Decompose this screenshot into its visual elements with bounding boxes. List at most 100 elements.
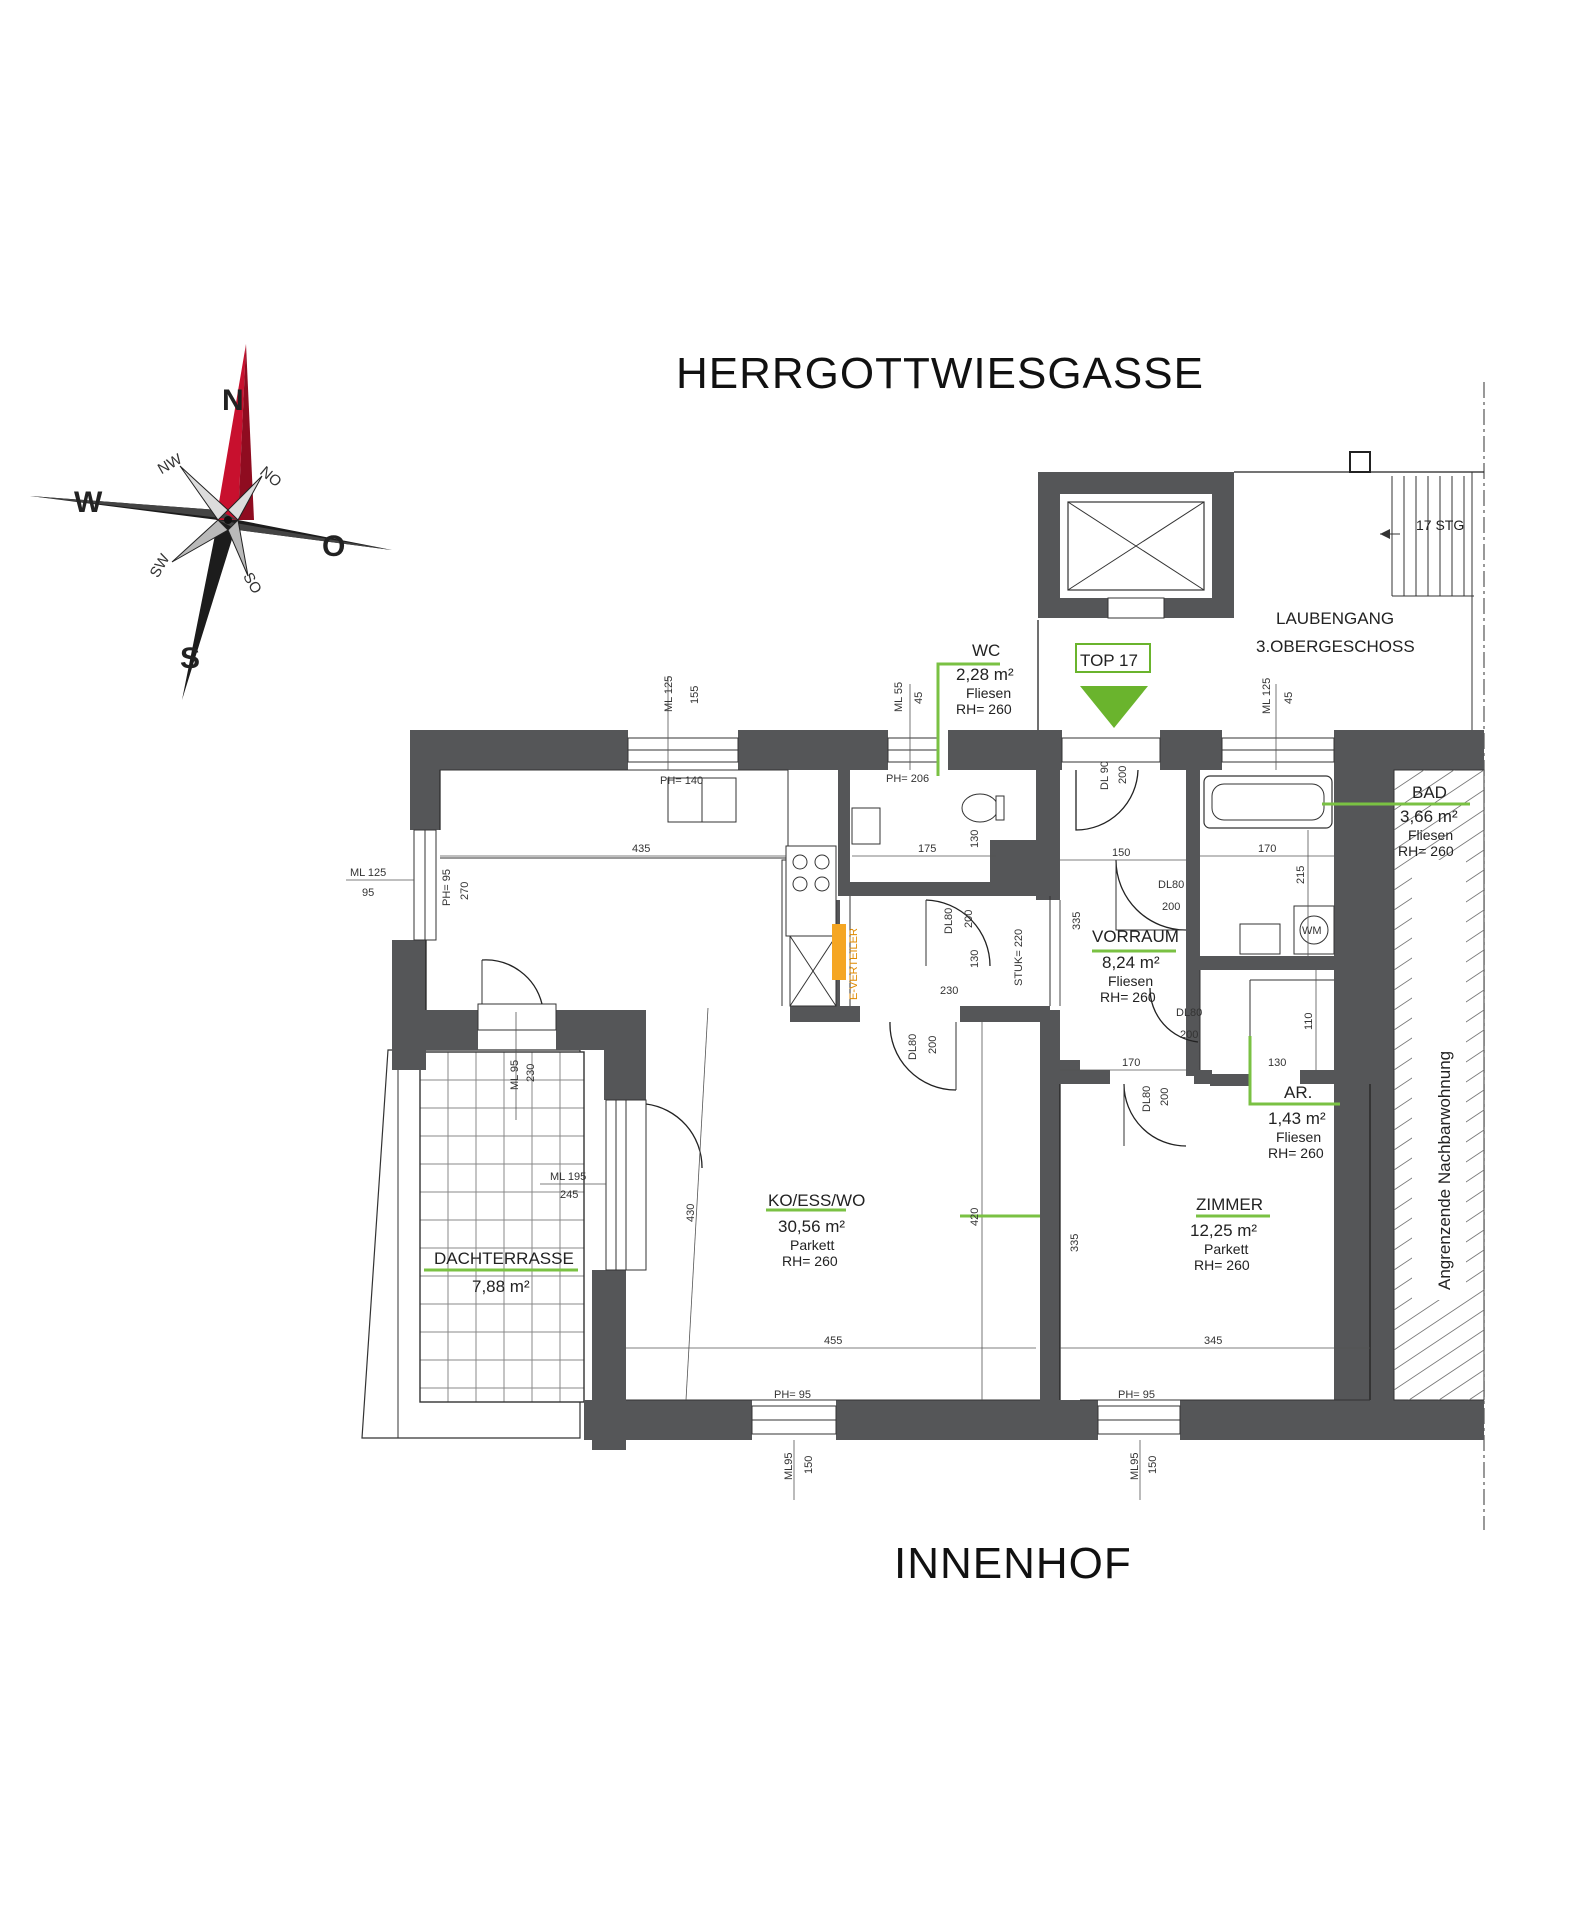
terrace-window-ml: ML 195 [550, 1171, 586, 1183]
west-window-ml: ML 125 [350, 867, 386, 879]
corridor-label-2: 3.OBERGESCHOSS [1256, 637, 1415, 656]
dim-store-width: 230 [940, 985, 958, 997]
ar-door-h: 200 [1180, 1029, 1198, 1041]
dim-wc-depth: 130 [969, 830, 981, 848]
room-wc-label: WC 2,28 m² Fliesen RH= 260 [956, 641, 1014, 717]
ar-door-dl: DL80 [1176, 1007, 1202, 1019]
e-verteiler: E-VERTEILER [832, 924, 860, 1000]
wc-window-ml: ML 55 [893, 682, 905, 712]
corridor-laubengang: 17 STG LAUBENGANG 3.OBERGESCHOSS [1234, 451, 1484, 730]
vorraum-area: 8,24 m² [1102, 953, 1160, 972]
wc-window-ph: PH= 206 [886, 773, 929, 785]
ar-name: AR. [1284, 1083, 1312, 1102]
room-koesswo-label: KO/ESS/WO 30,56 m² Parkett RH= 260 [768, 1191, 865, 1269]
dim-vorraum-width2: 170 [1122, 1057, 1140, 1069]
bad-area: 3,66 m² [1400, 807, 1458, 826]
dim-living-width-bottom: 455 [824, 1335, 842, 1347]
stove-burner-icon [814, 854, 830, 870]
stairs-count-label: 17 STG [1416, 517, 1464, 533]
zimmer-window-ml: ML95 [1129, 1452, 1141, 1480]
kitchen-counter [439, 769, 837, 1007]
bad-name: BAD [1412, 783, 1447, 802]
zimmer-door-h: 200 [1159, 1088, 1171, 1106]
stove-burner-icon [792, 854, 808, 870]
zimmer-window-h: 150 [1147, 1456, 1159, 1474]
vorraum-height: RH= 260 [1100, 989, 1156, 1005]
unit-label: TOP 17 [1080, 651, 1138, 670]
compass-w-label: W [74, 486, 103, 519]
vorraum-name: VORRAUM [1092, 927, 1179, 946]
elevator-shaft [1037, 472, 1234, 730]
dim-ar-width: 130 [1268, 1057, 1286, 1069]
bad-door-h: 200 [1162, 901, 1180, 913]
dim-ar-depth: 110 [1303, 1012, 1315, 1030]
entrance-door-dl: DL 90 [1099, 761, 1111, 790]
street-label-north: HERRGOTTWIESGASSE [676, 349, 1204, 398]
door-annotations: DL 90 200 DL80 200 DL80 200 DL80 200 DL8… [907, 761, 1202, 1112]
compass-rose-icon: N S W O NW NO SW SO [30, 344, 392, 700]
stairs: 17 STG [1380, 476, 1474, 597]
stove-burner-icon [792, 876, 808, 892]
window-annotations: ML 125 155 PH= 140 ML 55 45 PH= 206 ML 1… [350, 676, 1295, 1480]
wc-floor: Fliesen [966, 685, 1011, 701]
room-ar-label: AR. 1,43 m² Fliesen RH= 260 [1268, 1083, 1326, 1161]
dim-living-width-top: 435 [632, 843, 650, 855]
e-verteiler-label: E-VERTEILER [848, 928, 860, 1000]
kitchen-window-ml: ML 125 [663, 676, 675, 712]
living-window-ph: PH= 95 [774, 1389, 811, 1401]
living-door-h: 200 [927, 1036, 939, 1054]
living-window-ml: ML95 [783, 1452, 795, 1480]
koesswo-floor: Parkett [790, 1237, 834, 1253]
wc-height: RH= 260 [956, 701, 1012, 717]
compass-so-label: SO [239, 570, 265, 597]
stuk-label: STUK= 220 [1013, 929, 1025, 986]
kitchen-window-h: 155 [689, 686, 701, 704]
ar-height: RH= 260 [1268, 1145, 1324, 1161]
zimmer-height: RH= 260 [1194, 1257, 1250, 1273]
wc-window-h: 45 [913, 692, 925, 704]
ar-area: 1,43 m² [1268, 1109, 1326, 1128]
compass-sw-label: SW [147, 551, 174, 581]
room-dachterrasse-label: DACHTERRASSE 7,88 m² [434, 1249, 574, 1296]
terrace-door-ml: ML 95 [509, 1060, 521, 1090]
windows [413, 737, 1335, 1435]
toilet-icon [961, 793, 999, 823]
terrace-window-h: 245 [560, 1189, 578, 1201]
kitchen-window-ph: PH= 140 [660, 775, 703, 787]
koesswo-height: RH= 260 [782, 1253, 838, 1269]
wc-basin-icon [851, 807, 881, 845]
dimension-lines [346, 676, 1370, 1500]
zimmer-floor: Parkett [1204, 1241, 1248, 1257]
bad-window-h: 45 [1283, 692, 1295, 704]
room-vorraum-label: VORRAUM 8,24 m² Fliesen RH= 260 [1092, 927, 1179, 1005]
compass-s-label: S [180, 642, 200, 675]
unit-marker: TOP 17 [1075, 643, 1151, 728]
dim-bad-depth: 215 [1295, 866, 1307, 884]
living-door-dl: DL80 [907, 1034, 919, 1060]
dimension-annotations: 435 455 420 430 175 130 230 130 STUK= 22… [632, 830, 1315, 1347]
washing-machine-label: WM [1302, 925, 1322, 937]
dim-store-depth: 130 [969, 950, 981, 968]
dim-bad-width: 170 [1258, 843, 1276, 855]
dim-zimmer-depth: 335 [1069, 1234, 1081, 1252]
neighbor-area: Angrenzende Nachbarwohnung [1393, 769, 1485, 1401]
living-window-h: 150 [803, 1456, 815, 1474]
compass-o-label: O [322, 530, 345, 563]
vorraum-floor: Fliesen [1108, 973, 1153, 989]
zimmer-window-ph: PH= 95 [1118, 1389, 1155, 1401]
neighbor-label: Angrenzende Nachbarwohnung [1435, 1051, 1454, 1290]
wc-fixtures [851, 793, 1005, 845]
wc-door-h: 200 [963, 910, 975, 928]
doors [481, 769, 1199, 1169]
washing-machine-icon [1299, 915, 1329, 945]
ar-floor: Fliesen [1276, 1129, 1321, 1145]
bad-door-dl: DL80 [1158, 879, 1184, 891]
dim-vorraum-depth: 335 [1071, 912, 1083, 930]
wc-name: WC [972, 641, 1000, 660]
compass-no-label: NO [256, 463, 284, 490]
wc-area: 2,28 m² [956, 665, 1014, 684]
dim-vorraum-width: 150 [1112, 847, 1130, 859]
dim-wc-width: 175 [918, 843, 936, 855]
west-window-h: 95 [362, 887, 374, 899]
wc-door-dl: DL80 [943, 908, 955, 934]
